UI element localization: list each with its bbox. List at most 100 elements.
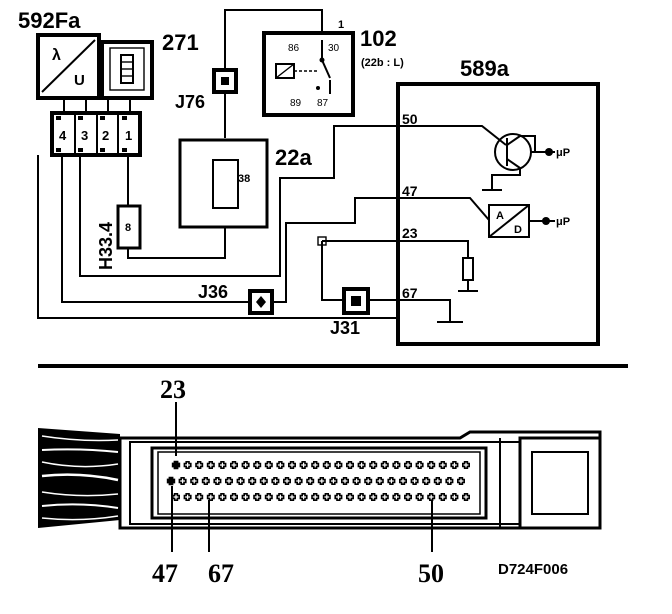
cable-bundle (38, 428, 120, 528)
connector-pin (450, 493, 459, 501)
connector-pin (201, 477, 210, 485)
wire-pin3-j36 (61, 155, 250, 303)
splice-node (317, 236, 327, 246)
adc-a: A (496, 210, 504, 222)
connector-pin (206, 493, 215, 501)
box-22a (178, 138, 269, 229)
connector-pin (195, 461, 204, 469)
connector-pin (264, 493, 273, 501)
connector-pin-4: 4 (59, 128, 67, 143)
connector-pin (450, 461, 459, 469)
connector-pin (392, 493, 401, 501)
connector-pin (276, 493, 285, 501)
label-j36: J36 (198, 282, 228, 302)
connector-pin (294, 477, 303, 485)
connector-pin (311, 461, 320, 469)
connector-pin (259, 477, 268, 485)
connector-pin (190, 477, 199, 485)
ecu-wire-47 (398, 197, 490, 221)
connector-pin (438, 461, 447, 469)
connector-pin (445, 477, 454, 485)
connector-pin (392, 461, 401, 469)
relay-pin-1: 1 (338, 19, 344, 31)
connector-pin-highlighted (166, 476, 176, 486)
wire-fuse-to-h33 (127, 208, 226, 259)
connector-pin (299, 461, 308, 469)
pin-label-50: 50 (418, 559, 444, 588)
connector-pin (322, 493, 331, 501)
relay-pin-89: 89 (290, 98, 302, 109)
adc-d: D (514, 224, 522, 236)
wire-pin2-50 (79, 125, 398, 277)
connector-pin (346, 493, 354, 501)
label-j31: J31 (330, 318, 360, 338)
connector-pin (311, 493, 320, 501)
ecu-pin-67: 67 (402, 285, 418, 301)
connector-pin (364, 477, 373, 485)
connector-pin (241, 461, 250, 469)
connector-pin (346, 461, 354, 469)
connector-pin-grid (166, 460, 470, 501)
relay-pin-87: 87 (317, 98, 329, 109)
connector-pin (438, 493, 447, 501)
connector-pin (369, 461, 378, 469)
wire-j36-47 (272, 197, 398, 303)
label-h33-4: H33.4 (96, 222, 116, 270)
wire-23-j31 (321, 241, 344, 301)
connector-pin (433, 477, 442, 485)
pin-label-67: 67 (208, 559, 234, 588)
heater-inner-frame (109, 47, 145, 91)
connector-pin (380, 461, 389, 469)
connector-pin-1: 1 (125, 128, 132, 143)
connector-pin (375, 477, 384, 485)
wire-pin4-j31 (37, 155, 398, 319)
connector-pin (415, 493, 424, 501)
connector-pin (276, 461, 285, 469)
connector-pin (322, 461, 331, 469)
relay-102 (262, 31, 355, 117)
connector-pin (369, 493, 378, 501)
connector-pin (357, 461, 366, 469)
label-271: 271 (162, 30, 199, 55)
connector-pin (283, 477, 291, 485)
connector-pin (218, 493, 227, 501)
connector-pin (415, 461, 424, 469)
label-592fa: 592Fa (18, 8, 81, 33)
label-22a: 22a (275, 145, 312, 170)
connector-pin (236, 477, 245, 485)
connector-pin (213, 477, 222, 485)
connector-pin (329, 477, 338, 485)
connector-pin (357, 493, 366, 501)
connector-pin (334, 461, 343, 469)
connector-pin (288, 493, 296, 501)
fuse-38 (212, 159, 239, 209)
section-divider (38, 364, 628, 368)
connector-pin (410, 477, 419, 485)
relay-pin-30: 30 (328, 43, 340, 54)
connector-pin (230, 493, 238, 501)
ecu-pin-50: 50 (402, 111, 418, 127)
connector-pin (230, 461, 238, 469)
connector-pin (427, 461, 436, 469)
connector-pin (352, 477, 361, 485)
h33-pin-8: 8 (125, 222, 131, 234)
connector-pin (183, 461, 192, 469)
connector-pin (404, 493, 412, 501)
u-symbol: U (74, 72, 85, 89)
label-102: 102 (360, 26, 397, 51)
connector-pin (387, 477, 396, 485)
connector-pin (253, 493, 262, 501)
ecu-pin-47: 47 (402, 183, 418, 199)
label-102-sub: (22b : L) (361, 57, 404, 69)
connector-pin (422, 477, 431, 485)
wire-j76-relay (224, 9, 323, 70)
connector-pin (334, 493, 343, 501)
connector-pin (462, 461, 470, 469)
label-589a: 589a (460, 56, 510, 81)
connector-pin (206, 461, 215, 469)
connector-pin-3: 3 (81, 128, 88, 143)
connector-pin (195, 493, 204, 501)
connector-pin (248, 477, 257, 485)
label-j76: J76 (175, 92, 205, 112)
